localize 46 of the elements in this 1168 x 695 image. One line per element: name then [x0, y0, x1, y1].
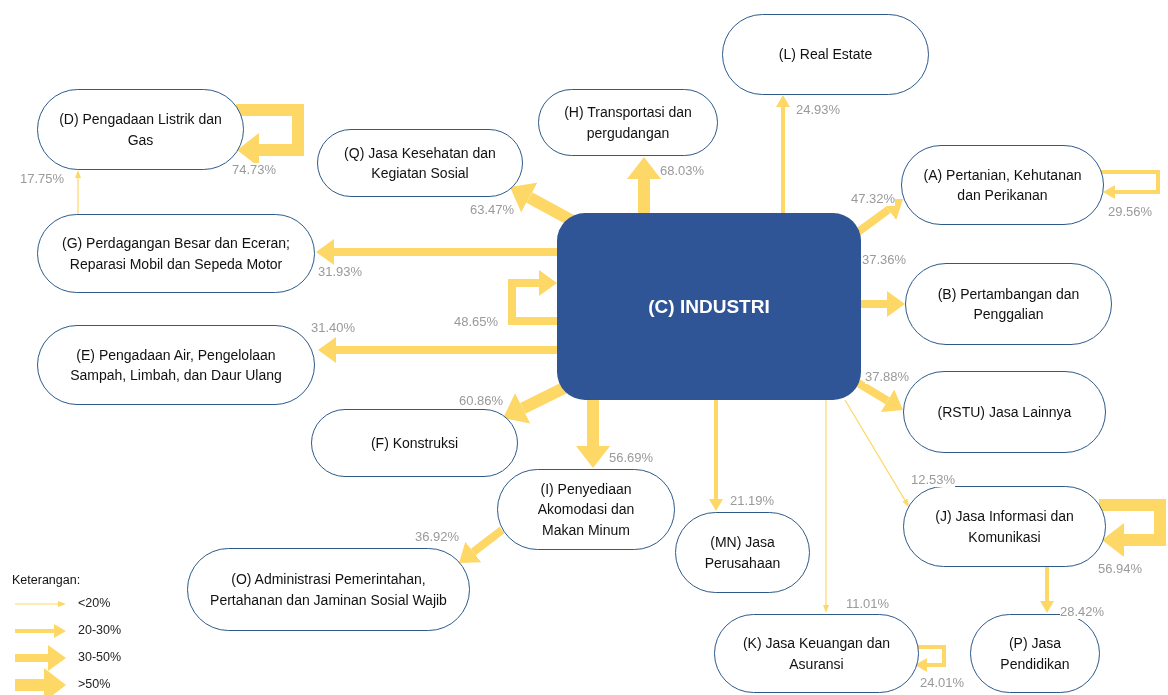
node-label: (F) Konstruksi [370, 433, 459, 453]
arrow [1099, 499, 1166, 557]
edge-label: 12.53% [911, 473, 956, 488]
node-label: (P) Jasa Pendidikan [999, 634, 1071, 674]
node-label: (G) Perdagangan Besar dan Eceran; Reparasi Mobil dan Sepeda Motor [61, 234, 291, 274]
node-label: (H) Transportasi dan pergudangan [563, 103, 693, 143]
node-label: (C) INDUSTRI [648, 294, 770, 319]
node-label: (A) Pertanian, Kehutanan dan Perikanan [922, 165, 1083, 205]
arrow [709, 400, 723, 511]
node-label: (K) Jasa Keuangan dan Asuransi [741, 634, 892, 674]
arrow [823, 399, 829, 614]
arrow [1101, 170, 1160, 199]
node-label: (B) Pertambangan dan Penggalian [936, 284, 1081, 324]
arrow [75, 169, 81, 215]
arrow [915, 645, 946, 672]
node-label: (L) Real Estate [778, 45, 873, 65]
edge-label: 47.32% [851, 192, 896, 207]
sector-box [311, 409, 518, 477]
arrow [776, 95, 790, 213]
sector-box [675, 512, 810, 593]
node-label: (RSTU) Jasa Lainnya [937, 402, 1072, 422]
node-label: (I) Penyediaan Akomodasi dan Makan Minum [536, 480, 636, 540]
sector-box [497, 469, 675, 550]
arrow [316, 239, 557, 265]
edge-label: 37.88% [865, 370, 910, 385]
edge-label: 28.42% [1060, 605, 1105, 620]
arrow [627, 157, 661, 213]
legend-label: >50% [78, 678, 111, 691]
node-label: (MN) Jasa Perusahaan [703, 533, 782, 573]
node-label: (O) Administrasi Pemerintahan, Pertahanan dan Jaminan Sosial Wajib [209, 570, 448, 610]
node-label: (Q) Jasa Kesehatan dan Kegiatan Sosial [343, 143, 497, 183]
edge-label: 68.03% [660, 164, 705, 179]
node-label: (E) Pengadaan Air, Pengelolaan Sampah, Limbah, dan Daur Ulang [69, 345, 283, 385]
arrow [1040, 567, 1054, 613]
node-label: (J) Jasa Informasi dan Komunikasi [934, 507, 1075, 547]
arrow [508, 270, 557, 325]
arrow [861, 291, 905, 317]
legend-label: <20% [78, 597, 111, 610]
legend-label: 30-50% [78, 651, 122, 664]
arrow [576, 400, 610, 468]
arrow [844, 399, 910, 508]
sector-box [901, 145, 1104, 225]
central-box [557, 213, 861, 400]
legend-title: Keterangan: [12, 573, 81, 587]
legend-label: 20-30% [78, 624, 122, 637]
node-label: (D) Pengadaan Listrik dan Gas [58, 110, 223, 150]
